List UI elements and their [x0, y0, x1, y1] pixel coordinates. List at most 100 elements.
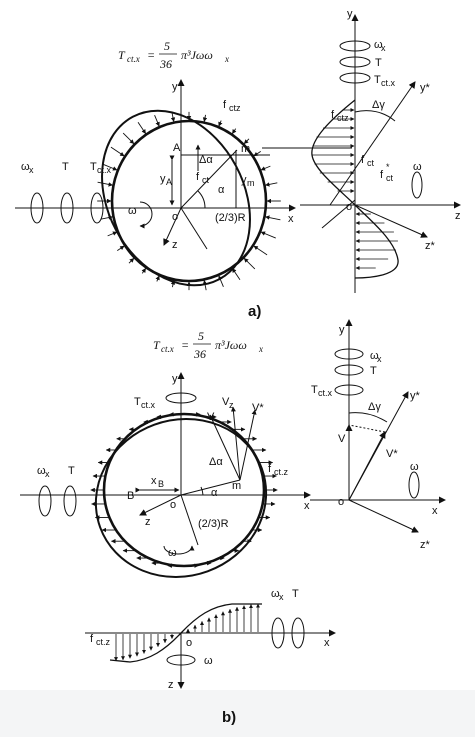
force-arrow — [154, 114, 160, 127]
force-arrow — [128, 257, 135, 264]
force-arrow — [265, 215, 281, 221]
b-axis-x: x — [304, 500, 310, 512]
ar-wx-sub: x — [381, 43, 386, 53]
ar-y: y — [347, 8, 353, 20]
force-arrow — [231, 128, 237, 135]
b-xB-sub: B — [158, 479, 164, 489]
br-dgamma: Δγ — [368, 401, 381, 413]
force-arrow — [265, 182, 278, 187]
force-arrow — [107, 231, 118, 237]
force-arrow — [260, 231, 276, 239]
b-fctz-sub: ct.z — [274, 467, 289, 477]
caption-band — [0, 690, 475, 737]
br-T: T — [370, 365, 377, 377]
force-arrow — [243, 257, 256, 270]
formula-b-lhs-sub: ct.x — [161, 344, 174, 354]
br-wx-sub: x — [377, 354, 382, 364]
formula-a-lhs-sub: ct.x — [127, 54, 140, 64]
b-axis-z: z — [145, 516, 151, 528]
ar-fct: f — [361, 154, 365, 166]
formula-b-rhs: π³Jωω — [215, 338, 247, 352]
br-x: x — [432, 505, 438, 517]
a-origin: o — [172, 211, 178, 223]
a-ym-sub: m — [247, 178, 255, 188]
panel-a-circle-diagram: y x z o A m Δα f ct y A α y m (2/3)R ω — [15, 79, 352, 291]
ar-fctz: f — [331, 109, 335, 121]
ar-fctstar: f — [380, 169, 384, 181]
br-wx: ω — [370, 350, 379, 362]
bb-fctz: f — [90, 633, 94, 645]
formula-b-rhs-sub: x — [258, 344, 263, 354]
panel-b-bottom-diagram: x z o f ct.z ω ω x T — [85, 588, 336, 691]
a-wx-sub: x — [29, 165, 34, 175]
ar-fct-sub: ct — [367, 158, 375, 168]
formula-a-num: 5 — [164, 39, 170, 53]
ar-T: T — [375, 57, 382, 69]
br-omega: ω — [410, 461, 419, 473]
b-origin: o — [170, 499, 176, 511]
formula-a-den: 36 — [159, 57, 172, 71]
bb-omega: ω — [204, 655, 213, 667]
b-alpha: α — [211, 487, 218, 499]
ar-dgamma: Δγ — [372, 99, 385, 111]
ar-Tctx-sub: ct.x — [381, 78, 396, 88]
a-force-arrows — [97, 111, 281, 291]
formula-a: T ct.x = 5 36 π³Jωω x — [118, 39, 229, 71]
formula-b-equals: = — [181, 338, 189, 352]
a-fctz: f — [223, 99, 227, 111]
br-Tctx: T — [311, 384, 318, 396]
a-point-m: m — [241, 143, 250, 155]
formula-a-rhs-sub: x — [224, 54, 229, 64]
a-fct-sub: ct — [202, 175, 210, 185]
a-Tctx-sub: ct.x — [97, 165, 112, 175]
caption-a: a) — [248, 303, 261, 320]
br-zstar: z* — [420, 539, 431, 551]
force-arrow — [218, 275, 224, 288]
ar-Tctx: T — [374, 74, 381, 86]
b-point-B: B — [127, 490, 134, 502]
force-arrow — [231, 267, 241, 281]
b-V: V — [207, 411, 215, 423]
ar-o: o — [346, 201, 352, 213]
formula-b-num: 5 — [198, 329, 204, 343]
b-fctz: f — [268, 463, 272, 475]
bb-fctz-sub: ct.z — [96, 637, 111, 647]
force-arrow — [110, 146, 125, 157]
force-arrow — [218, 120, 223, 127]
force-arrow — [243, 138, 250, 145]
formula-a-rhs: π³Jωω — [181, 48, 213, 62]
b-dalpha: Δα — [209, 456, 223, 468]
a-fctz-sub: ctz — [229, 103, 241, 113]
a-radius: (2/3)R — [215, 212, 246, 224]
panel-b-circle-diagram: y x z o T ct.x V z V V* x B Δα f ct.z B … — [20, 372, 311, 578]
a-yA: y — [160, 173, 166, 185]
bb-z: z — [168, 679, 174, 691]
ar-ystar: y* — [420, 82, 431, 94]
b-xB: x — [151, 475, 157, 487]
ar-force-arrows — [312, 108, 398, 270]
b-wx: ω — [37, 465, 46, 477]
a-omega: ω — [128, 205, 137, 217]
a-main-circle — [110, 119, 268, 283]
force-arrow — [100, 215, 113, 220]
a-Tctx: T — [90, 161, 97, 173]
a-axis-z: z — [172, 239, 178, 251]
b-axis-y: y — [172, 373, 178, 385]
ar-fctstar-sup: * — [386, 162, 390, 172]
a-axis-x: x — [288, 213, 294, 225]
formula-a-lhs: T — [118, 48, 126, 62]
b-force-arrows — [90, 412, 278, 568]
formula-a-equals: = — [147, 48, 155, 62]
a-fct: f — [196, 171, 200, 183]
ar-fctstar-sub: ct — [386, 173, 394, 183]
force-arrow — [253, 245, 268, 256]
a-delta-alpha: Δα — [199, 154, 213, 166]
bb-o: o — [186, 637, 192, 649]
force-arrow — [122, 132, 135, 145]
br-V: V — [338, 433, 346, 445]
a-yA-sub: A — [166, 177, 172, 187]
b-Tctx: T — [134, 396, 141, 408]
ar-zstar: z* — [425, 240, 436, 252]
force-arrow — [117, 245, 125, 251]
